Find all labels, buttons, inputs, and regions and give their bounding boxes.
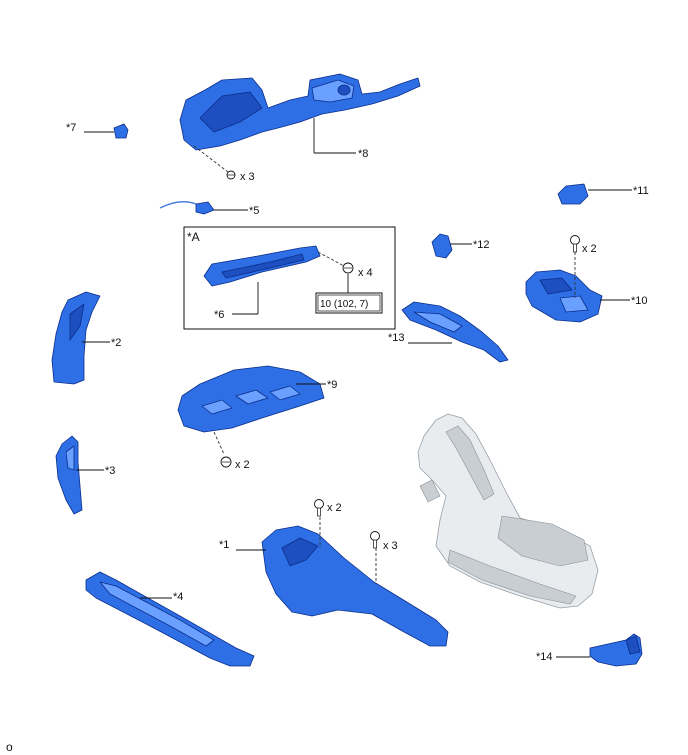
part-6-bracket: [203, 245, 321, 287]
callout-14: *14: [536, 651, 553, 663]
callout-2: *2: [111, 337, 121, 349]
bolt-icon-6: [342, 262, 354, 274]
callout-4: *4: [173, 591, 183, 603]
part-10-switch-bezel: [525, 269, 603, 323]
clip-icon-8: [226, 170, 236, 180]
callout-13: *13: [388, 332, 405, 344]
quantity-1b: x 3: [383, 540, 398, 552]
part-1-console-side-panel: [261, 525, 449, 647]
center-console-assembly: [417, 413, 599, 609]
callout-12: *12: [473, 239, 490, 251]
part-2-side-trim: [51, 291, 101, 385]
callout-1: *1: [219, 539, 229, 551]
part-12-knob-cover: [431, 233, 453, 259]
callout-8: *8: [358, 148, 368, 160]
part-14-end-cap: [589, 633, 643, 667]
inset-label-A: *A: [187, 230, 200, 244]
corner-mark: o: [6, 740, 13, 754]
bolt-icon-10: [570, 235, 580, 253]
quantity-10: x 2: [582, 243, 597, 255]
part-3-lower-trim: [55, 435, 83, 515]
part-5-harness: [159, 201, 215, 215]
part-7-clip: [113, 123, 129, 139]
callout-6: *6: [214, 309, 224, 321]
part-11-cover: [557, 183, 589, 205]
torque-box: [315, 292, 383, 314]
part-13-side-panel: [401, 301, 509, 363]
part-9-lower-panel: [177, 365, 325, 433]
torque-spec: 10 (102, 7): [320, 299, 368, 310]
part-4-scuff-plate: [85, 571, 255, 667]
inset-frame-A: [183, 226, 396, 330]
quantity-8: x 3: [240, 171, 255, 183]
callout-5: *5: [249, 205, 259, 217]
quantity-6: x 4: [358, 267, 373, 279]
callout-10: *10: [631, 295, 648, 307]
bolt-icon-9: [220, 456, 232, 468]
quantity-9: x 2: [235, 459, 250, 471]
bolt-icon-1b: [370, 531, 380, 549]
part-8-upper-panel: [179, 73, 421, 151]
callout-11: *11: [633, 185, 649, 197]
callout-3: *3: [105, 465, 115, 477]
callout-9: *9: [327, 379, 337, 391]
bolt-icon-1a: [314, 499, 324, 517]
callout-7: *7: [66, 122, 76, 134]
quantity-1a: x 2: [327, 502, 342, 514]
